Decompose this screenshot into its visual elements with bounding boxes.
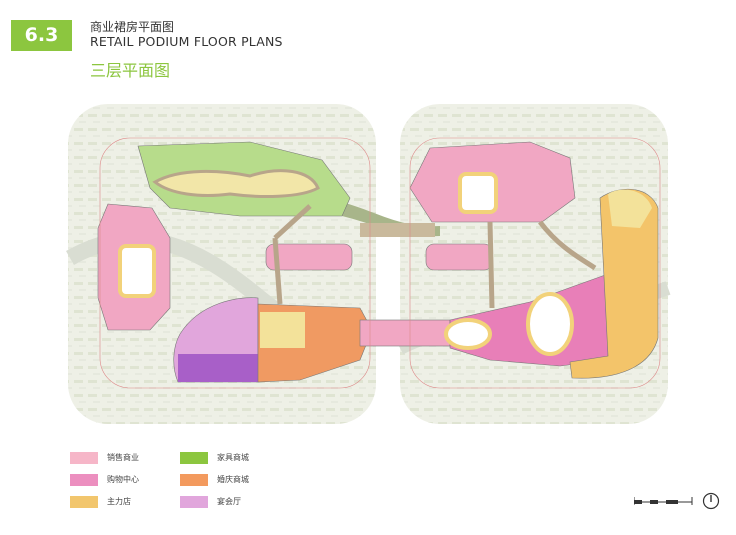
legend-swatch <box>70 496 98 508</box>
banquet-lower <box>178 354 258 382</box>
legend-label: 销售商业 <box>107 453 139 462</box>
east-atrium <box>526 292 574 356</box>
legend-item-furniture: 家具商城 <box>180 452 310 466</box>
legend-label: 宴会厅 <box>217 497 241 506</box>
section-number-badge: 6.3 <box>11 20 72 51</box>
legend-item-shopping-mall: 购物中心 <box>70 474 200 488</box>
spine-atrium <box>444 318 492 350</box>
legend-item-retail: 销售商业 <box>70 452 200 466</box>
legend-swatch <box>180 496 208 508</box>
legend: 销售商业 家具商城 购物中心 婚庆商城 主力店 宴会厅 <box>70 452 370 514</box>
legend-item-wedding: 婚庆商城 <box>180 474 310 488</box>
zone-retail-center <box>265 243 353 271</box>
legend-swatch <box>70 474 98 486</box>
legend-label: 购物中心 <box>107 475 139 484</box>
legend-item-anchor: 主力店 <box>70 496 200 510</box>
scale-bar <box>634 497 693 505</box>
legend-item-banquet: 宴会厅 <box>180 496 310 510</box>
legend-label: 家具商城 <box>217 453 249 462</box>
northeast-atrium <box>458 172 498 214</box>
legend-swatch <box>180 474 208 486</box>
main-corridor-left <box>272 204 312 305</box>
north-arrow-icon <box>702 492 720 510</box>
legend-label: 婚庆商城 <box>217 475 249 484</box>
anchor-top <box>608 189 652 228</box>
link-corridor <box>360 223 435 237</box>
site-boundary-right <box>409 137 661 389</box>
furniture-corridor <box>152 169 320 198</box>
section-title-en: RETAIL PODIUM FLOOR PLANS <box>90 34 283 49</box>
zone-anchor-store <box>569 188 659 379</box>
anchor-yellow-center <box>260 312 305 348</box>
floor-plan <box>66 104 671 424</box>
zone-retail-east-mid <box>425 243 493 271</box>
west-atrium <box>118 244 156 298</box>
central-spine <box>359 319 451 347</box>
section-title-cn: 商业裙房平面图 <box>90 20 175 34</box>
main-corridor-right <box>487 220 597 309</box>
site-boundary-left <box>99 137 371 389</box>
legend-swatch <box>180 452 208 464</box>
legend-swatch <box>70 452 98 464</box>
floor-title: 三层平面图 <box>90 61 171 80</box>
legend-label: 主力店 <box>107 497 131 506</box>
